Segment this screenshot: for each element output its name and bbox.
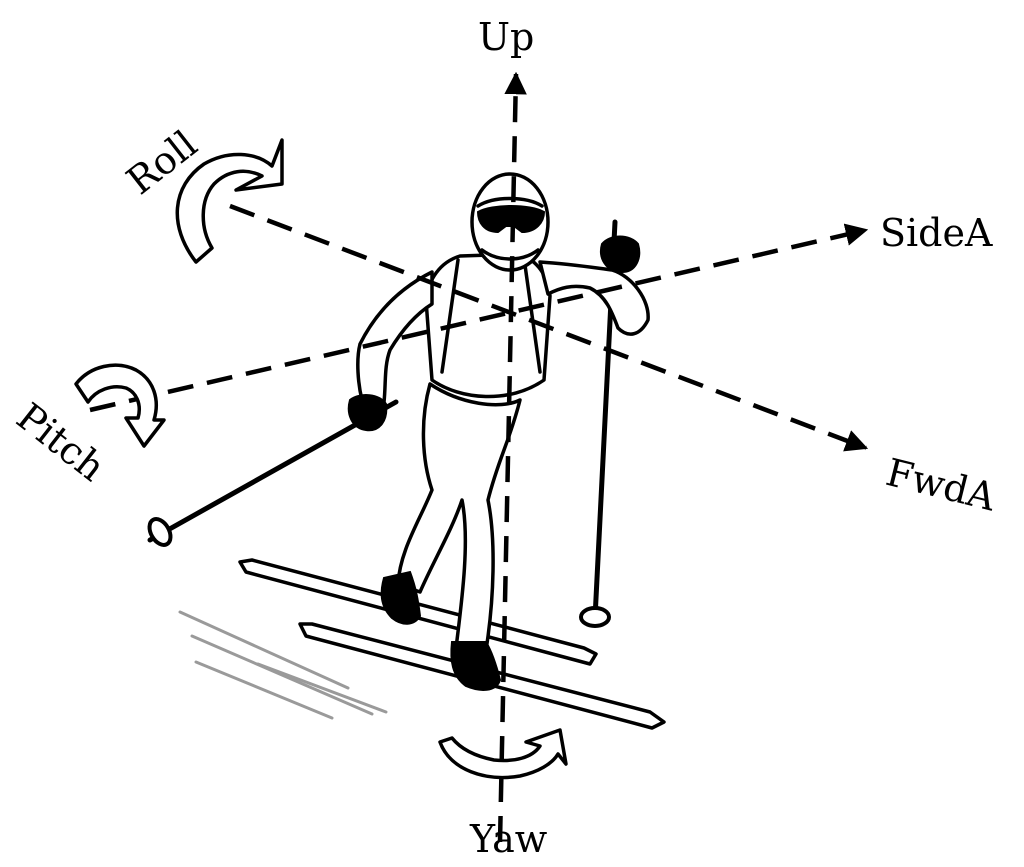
pitch-arrow	[74, 363, 166, 448]
speed-line	[190, 634, 374, 716]
right-glove	[600, 235, 641, 274]
yaw-rotation-icon	[438, 728, 568, 780]
forward-axis	[229, 203, 869, 452]
roll-arrow	[175, 138, 284, 264]
skier-figure	[347, 172, 650, 691]
up-axis	[497, 71, 527, 843]
speed-line	[256, 662, 388, 714]
axes	[89, 71, 869, 843]
skier-torso	[424, 252, 552, 399]
left-pole-basket	[147, 517, 173, 547]
forward-label: FwdA	[882, 450, 1001, 520]
speed-line	[178, 610, 350, 690]
yaw-label: Yaw	[469, 817, 548, 861]
side-label: SideA	[880, 211, 993, 255]
right-arm	[538, 260, 650, 336]
jacket-seam	[522, 256, 542, 374]
side-axis	[89, 223, 869, 413]
left-boot	[380, 570, 422, 625]
speed-lines	[178, 610, 388, 720]
yaw-arrow	[438, 728, 568, 780]
right-boot	[450, 641, 502, 691]
helmet-stripe	[476, 196, 544, 208]
pitch-rotation-icon	[74, 363, 166, 448]
speed-line	[194, 660, 334, 720]
skier-legs	[396, 382, 522, 652]
roll-rotation-icon	[175, 138, 284, 264]
left-arm	[356, 270, 434, 404]
right-pole-basket	[579, 606, 611, 628]
left-glove	[347, 394, 388, 432]
up-label: Up	[478, 15, 534, 59]
jacket-seam	[440, 258, 460, 374]
